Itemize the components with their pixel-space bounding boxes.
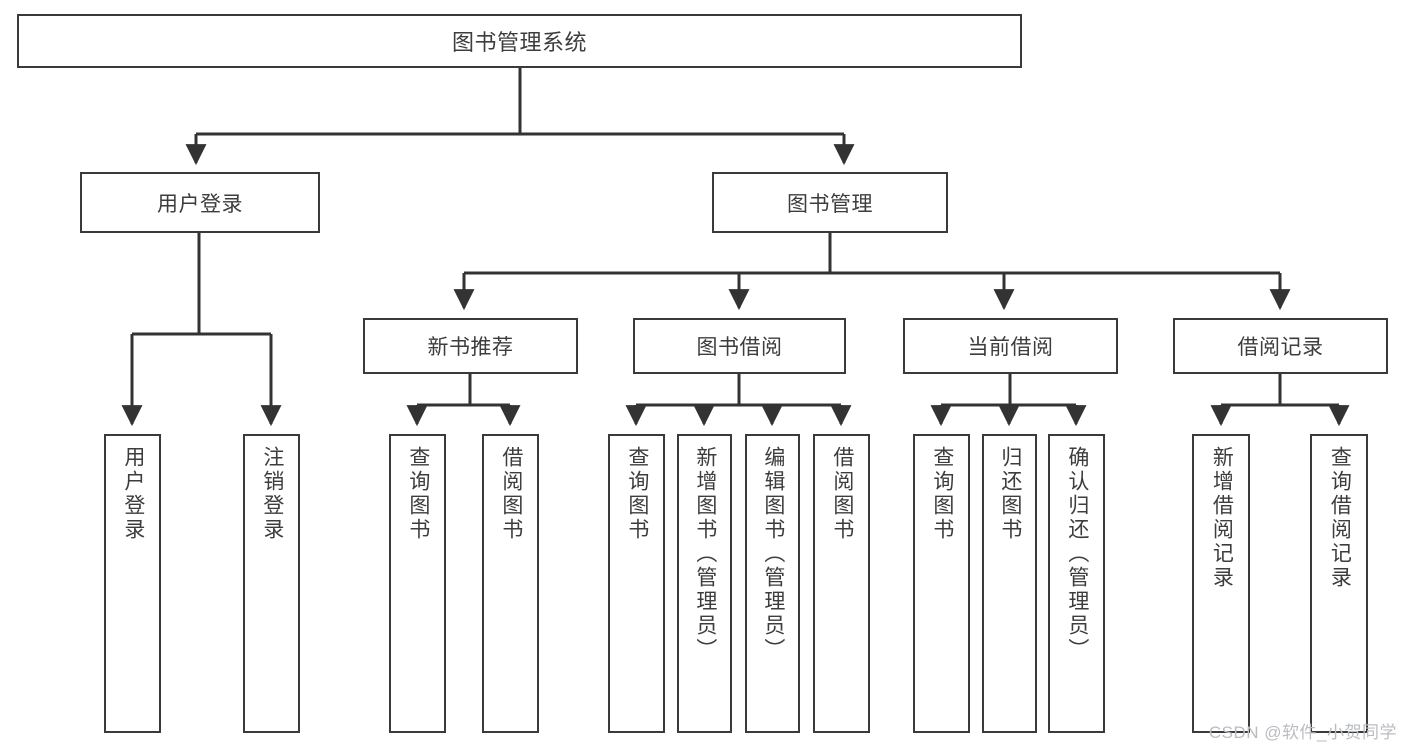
node-label: 用户登录: [157, 192, 243, 216]
node-leaf-borrow-book-2[interactable]: 借阅图书: [813, 434, 870, 733]
node-current-borrow[interactable]: 当前借阅: [903, 318, 1118, 374]
node-leaf-confirm-return[interactable]: 确认归还（管理员）: [1048, 434, 1105, 733]
node-leaf-user-login[interactable]: 用户登录: [104, 434, 161, 733]
current-borrow-to-leaves-connectors: [930, 374, 1087, 427]
node-leaf-query-book-2[interactable]: 查询图书: [608, 434, 665, 733]
node-user-login[interactable]: 用户登录: [80, 172, 320, 233]
node-label: 用户登录: [121, 446, 145, 542]
node-label: 新书推荐: [427, 336, 514, 359]
node-label: 编辑图书（管理员）: [761, 446, 785, 662]
node-label: 查询图书: [930, 446, 954, 542]
borrow-record-to-leaves-connectors: [1210, 374, 1350, 427]
node-leaf-borrow-book-1[interactable]: 借阅图书: [482, 434, 539, 733]
node-label: 查询图书: [625, 446, 649, 542]
node-label: 归还图书: [998, 446, 1022, 542]
node-leaf-add-book[interactable]: 新增图书（管理员）: [677, 434, 732, 733]
book-borrow-to-leaves-connectors: [625, 374, 852, 427]
node-borrow-record[interactable]: 借阅记录: [1173, 318, 1388, 374]
node-leaf-query-record[interactable]: 查询借阅记录: [1310, 434, 1368, 733]
node-label: 查询借阅记录: [1328, 446, 1352, 590]
node-label: 确认归还（管理员）: [1065, 446, 1089, 662]
node-leaf-logout-login[interactable]: 注销登录: [243, 434, 300, 733]
node-label: 新增借阅记录: [1210, 446, 1234, 590]
node-label: 注销登录: [260, 446, 284, 542]
node-label: 图书管理系统: [451, 30, 587, 55]
node-label: 借阅图书: [499, 446, 523, 542]
node-label: 新增图书（管理员）: [693, 446, 717, 662]
node-label: 当前借阅: [967, 336, 1054, 359]
node-book-management[interactable]: 图书管理: [712, 172, 948, 233]
node-leaf-add-record[interactable]: 新增借阅记录: [1192, 434, 1250, 733]
csdn-watermark: CSDN @软件_小贺同学: [1208, 723, 1397, 742]
node-leaf-return-book[interactable]: 归还图书: [982, 434, 1037, 733]
node-root-book-management-system[interactable]: 图书管理系统: [17, 14, 1022, 68]
root-to-level2-connectors: [185, 68, 855, 166]
node-leaf-query-book-3[interactable]: 查询图书: [913, 434, 970, 733]
new-book-recommend-to-leaves-connectors: [406, 374, 521, 427]
book-management-to-level3-connectors: [453, 233, 1291, 311]
node-book-borrow[interactable]: 图书借阅: [633, 318, 846, 374]
node-label: 借阅图书: [830, 446, 854, 542]
node-label: 图书借阅: [696, 336, 783, 359]
node-label: 图书管理: [787, 192, 873, 216]
node-label: 查询图书: [406, 446, 430, 542]
node-label: 借阅记录: [1237, 336, 1324, 359]
node-new-book-recommend[interactable]: 新书推荐: [363, 318, 578, 374]
node-leaf-query-book-1[interactable]: 查询图书: [389, 434, 446, 733]
user-login-to-leaves-connectors: [121, 233, 282, 427]
node-leaf-edit-book[interactable]: 编辑图书（管理员）: [745, 434, 800, 733]
